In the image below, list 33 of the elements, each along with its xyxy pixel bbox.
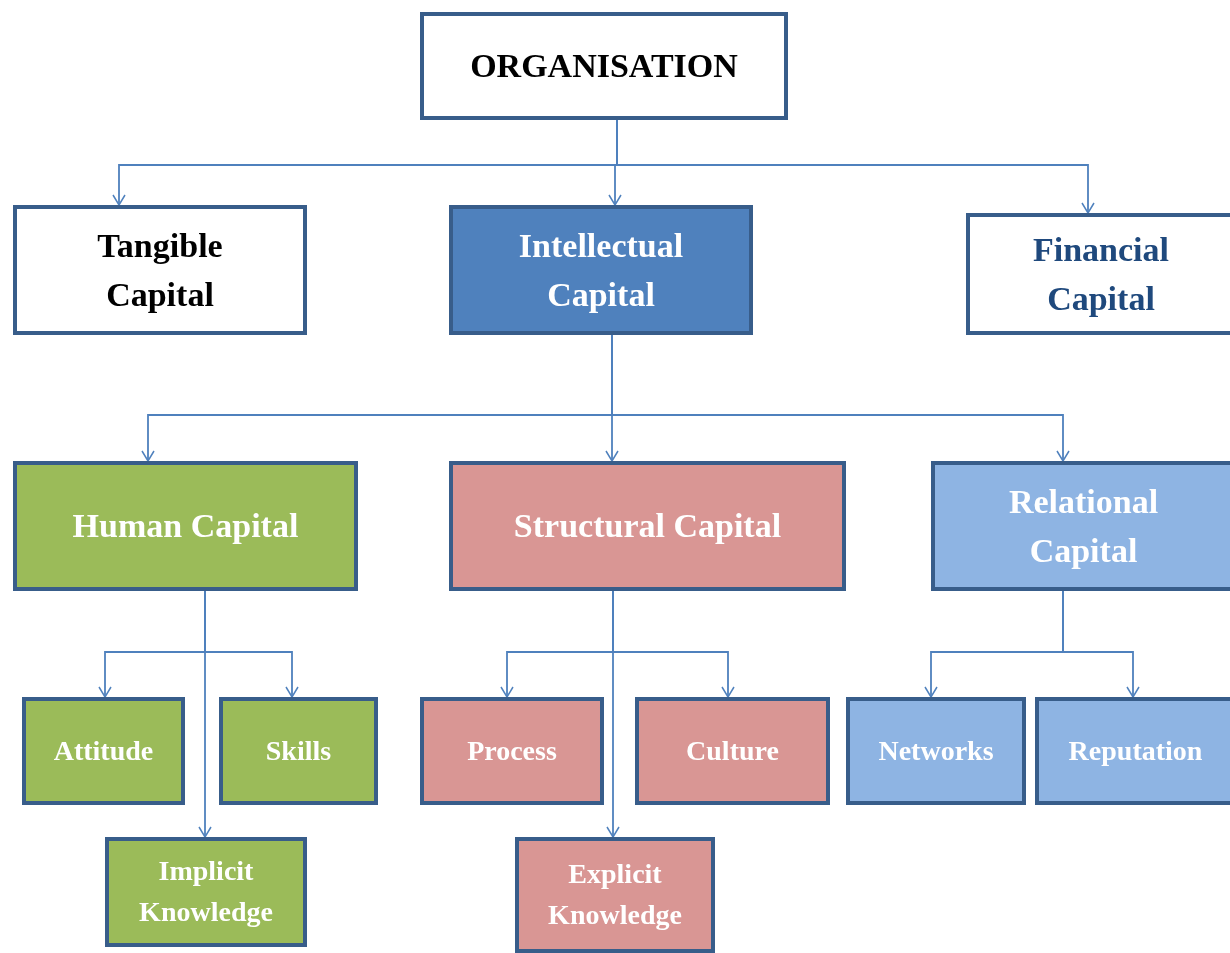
root-box xyxy=(420,12,788,120)
category-box xyxy=(449,205,753,335)
node-label: ORGANISATION xyxy=(470,46,738,87)
node-label: Relational Capital xyxy=(1007,481,1160,571)
category-box xyxy=(219,697,378,805)
category-box xyxy=(420,697,604,805)
category-box xyxy=(931,461,1230,591)
arrow xyxy=(1062,590,1140,698)
category-box xyxy=(515,837,715,953)
category-box xyxy=(966,213,1230,335)
node-label: Structural Capital xyxy=(513,506,782,547)
category-box xyxy=(13,461,358,591)
node-label: Networks xyxy=(878,733,994,768)
arrow xyxy=(612,590,735,698)
node-label: Skills xyxy=(265,733,332,768)
category-box xyxy=(1035,697,1230,805)
node-label: Culture xyxy=(686,733,779,768)
node-label: Attitude xyxy=(53,733,154,768)
node-label: Intellectual Capital xyxy=(517,225,685,315)
category-box xyxy=(13,205,307,335)
category-box xyxy=(105,837,307,947)
node-label: Process xyxy=(467,733,557,768)
node-label: Reputation xyxy=(1068,733,1203,768)
category-box xyxy=(846,697,1026,805)
node-label: Financial Capital xyxy=(1032,229,1170,319)
node-label: Explicit Knowledge xyxy=(547,857,683,932)
node-label: Human Capital xyxy=(72,506,299,547)
category-box xyxy=(635,697,830,805)
category-box xyxy=(22,697,185,805)
node-label: Implicit Knowledge xyxy=(138,854,274,929)
node-label: Tangible Capital xyxy=(96,225,224,315)
category-box xyxy=(449,461,846,591)
arrow xyxy=(204,590,299,698)
